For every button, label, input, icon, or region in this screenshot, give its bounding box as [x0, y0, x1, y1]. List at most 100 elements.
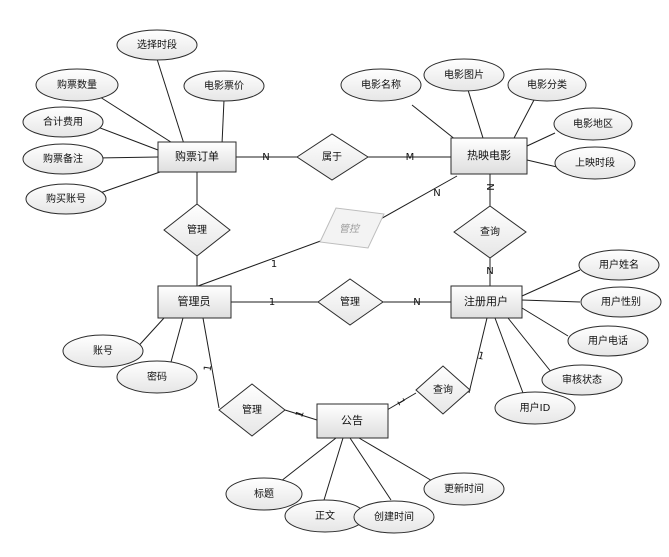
- relationship-admin-movie-label: 管控: [339, 223, 361, 235]
- attr-movie-region: 电影地区: [553, 107, 633, 141]
- entity-movie: 热映电影: [450, 137, 528, 175]
- entity-notice: 公告: [316, 403, 389, 439]
- attr-user-status: 审核状态: [541, 364, 623, 396]
- relationship-admin-order-label: 管理: [187, 223, 207, 236]
- edge-order-qty: [99, 96, 175, 145]
- edge-movie-region: [526, 132, 556, 147]
- card-user-notice: 1: [476, 350, 485, 362]
- attr-movie-time: 上映时段: [554, 146, 636, 180]
- relationship-admin-user: 管理: [317, 278, 384, 326]
- edge-movie-name: [411, 104, 457, 141]
- entity-admin: 管理员: [157, 285, 232, 319]
- edge-user-name: [521, 269, 581, 297]
- attr-order-note-label: 购票备注: [43, 152, 83, 165]
- attr-user-id: 用户ID: [494, 391, 576, 425]
- edge-notice-updated: [358, 437, 435, 483]
- attr-notice-created: 创建时间: [353, 500, 435, 534]
- edge-user-status: [507, 317, 553, 374]
- attr-user-name-label: 用户姓名: [599, 258, 639, 271]
- entity-ticket-order-label: 购票订单: [175, 149, 219, 163]
- edge-query-user2: [468, 317, 488, 394]
- attr-order-account: 购买账号: [25, 183, 107, 215]
- edge-movie-time: [526, 159, 558, 168]
- attr-movie-category-label: 电影分类: [527, 78, 567, 91]
- relationship-admin-notice: 管理: [218, 383, 286, 437]
- attr-admin-account-label: 账号: [93, 345, 113, 357]
- attr-movie-category: 电影分类: [507, 68, 587, 102]
- edges: [94, 58, 581, 501]
- attr-order-note: 购票备注: [22, 143, 104, 175]
- card-movie-belongs: M: [406, 152, 415, 163]
- card-admin-user: 1: [269, 297, 275, 308]
- entity-ticket-order: 购票订单: [157, 141, 237, 173]
- card-user-admin: N: [413, 297, 420, 308]
- card-admin-notice: 1: [203, 364, 215, 372]
- card-user-movie: N: [486, 266, 493, 277]
- edge-notice-query: [386, 392, 417, 411]
- relationship-user-movie-label: 查询: [480, 225, 500, 238]
- attr-admin-account: 账号: [62, 334, 144, 368]
- attr-order-account-label: 购买账号: [46, 192, 86, 205]
- attr-movie-name-label: 电影名称: [361, 78, 401, 91]
- entity-user: 注册用户: [450, 285, 523, 319]
- edge-user-id: [494, 317, 524, 394]
- relationship-admin-notice-label: 管理: [242, 403, 262, 416]
- attr-movie-image-label: 电影图片: [444, 68, 484, 81]
- attr-notice-title-label: 标题: [254, 488, 274, 500]
- attr-notice-body-label: 正文: [315, 509, 335, 522]
- attr-movie-region-label: 电影地区: [573, 117, 613, 130]
- card-admin-movie: 1: [271, 259, 277, 270]
- entity-user-label: 注册用户: [464, 294, 508, 308]
- card-order-belongs: N: [262, 152, 269, 163]
- attr-notice-body: 正文: [284, 499, 366, 533]
- attr-order-total-label: 合计费用: [43, 115, 83, 128]
- attr-movie-image: 电影图片: [423, 58, 505, 92]
- relationship-belongs: 属于: [296, 133, 369, 181]
- card-movie-admin: N: [433, 188, 440, 199]
- edge-movie-image: [467, 89, 484, 139]
- relationship-admin-movie: 管控: [319, 207, 385, 249]
- attr-user-phone: 用户电话: [567, 325, 649, 357]
- edge-control-movie: [376, 175, 458, 222]
- attr-user-name: 用户姓名: [578, 249, 660, 281]
- attr-notice-updated: 更新时间: [423, 472, 505, 506]
- edge-notice-created: [349, 437, 392, 501]
- attr-order-qty-label: 购票数量: [57, 78, 97, 91]
- attr-order-time: 选择时段: [116, 29, 198, 61]
- edge-order-total: [94, 125, 159, 151]
- cardinalities: N M N 1 N N 1 N 1 1 1 1: [203, 152, 495, 419]
- attr-notice-created-label: 创建时间: [374, 510, 414, 523]
- relationship-admin-order: 管理: [163, 203, 231, 257]
- attr-order-total: 合计费用: [22, 106, 104, 138]
- edge-user-gender: [521, 299, 581, 303]
- card-movie-user: N: [484, 183, 495, 190]
- attr-user-phone-label: 用户电话: [588, 334, 628, 347]
- edge-movie-category: [512, 99, 535, 141]
- card-notice-user: 1: [394, 397, 407, 408]
- attr-order-qty: 购票数量: [35, 68, 119, 102]
- attr-user-status-label: 审核状态: [562, 373, 602, 386]
- relationship-admin-user-label: 管理: [340, 295, 360, 308]
- edge-admin-password: [170, 317, 184, 363]
- entity-notice-label: 公告: [341, 414, 363, 427]
- edge-admin-control: [197, 238, 327, 287]
- relationship-user-notice-label: 查询: [433, 383, 453, 396]
- edge-notice-body: [323, 437, 344, 501]
- edge-admin-manage3: [202, 317, 220, 409]
- edge-order-note: [95, 156, 159, 159]
- attr-movie-time-label: 上映时段: [575, 156, 615, 169]
- card-notice-admin: 1: [294, 409, 307, 419]
- edge-manage3-notice: [284, 409, 318, 421]
- attr-order-time-label: 选择时段: [137, 38, 177, 51]
- attr-admin-password: 密码: [116, 360, 198, 394]
- entity-movie-label: 热映电影: [467, 149, 511, 162]
- attr-user-gender: 用户性别: [580, 286, 662, 318]
- edge-user-phone: [521, 307, 569, 337]
- edge-order-price: [221, 99, 225, 145]
- attr-notice-title: 标题: [225, 477, 303, 511]
- entity-admin-label: 管理员: [178, 294, 211, 308]
- attr-user-gender-label: 用户性别: [601, 295, 641, 308]
- edge-order-time: [156, 58, 185, 145]
- relationship-user-notice: 查询: [415, 365, 471, 415]
